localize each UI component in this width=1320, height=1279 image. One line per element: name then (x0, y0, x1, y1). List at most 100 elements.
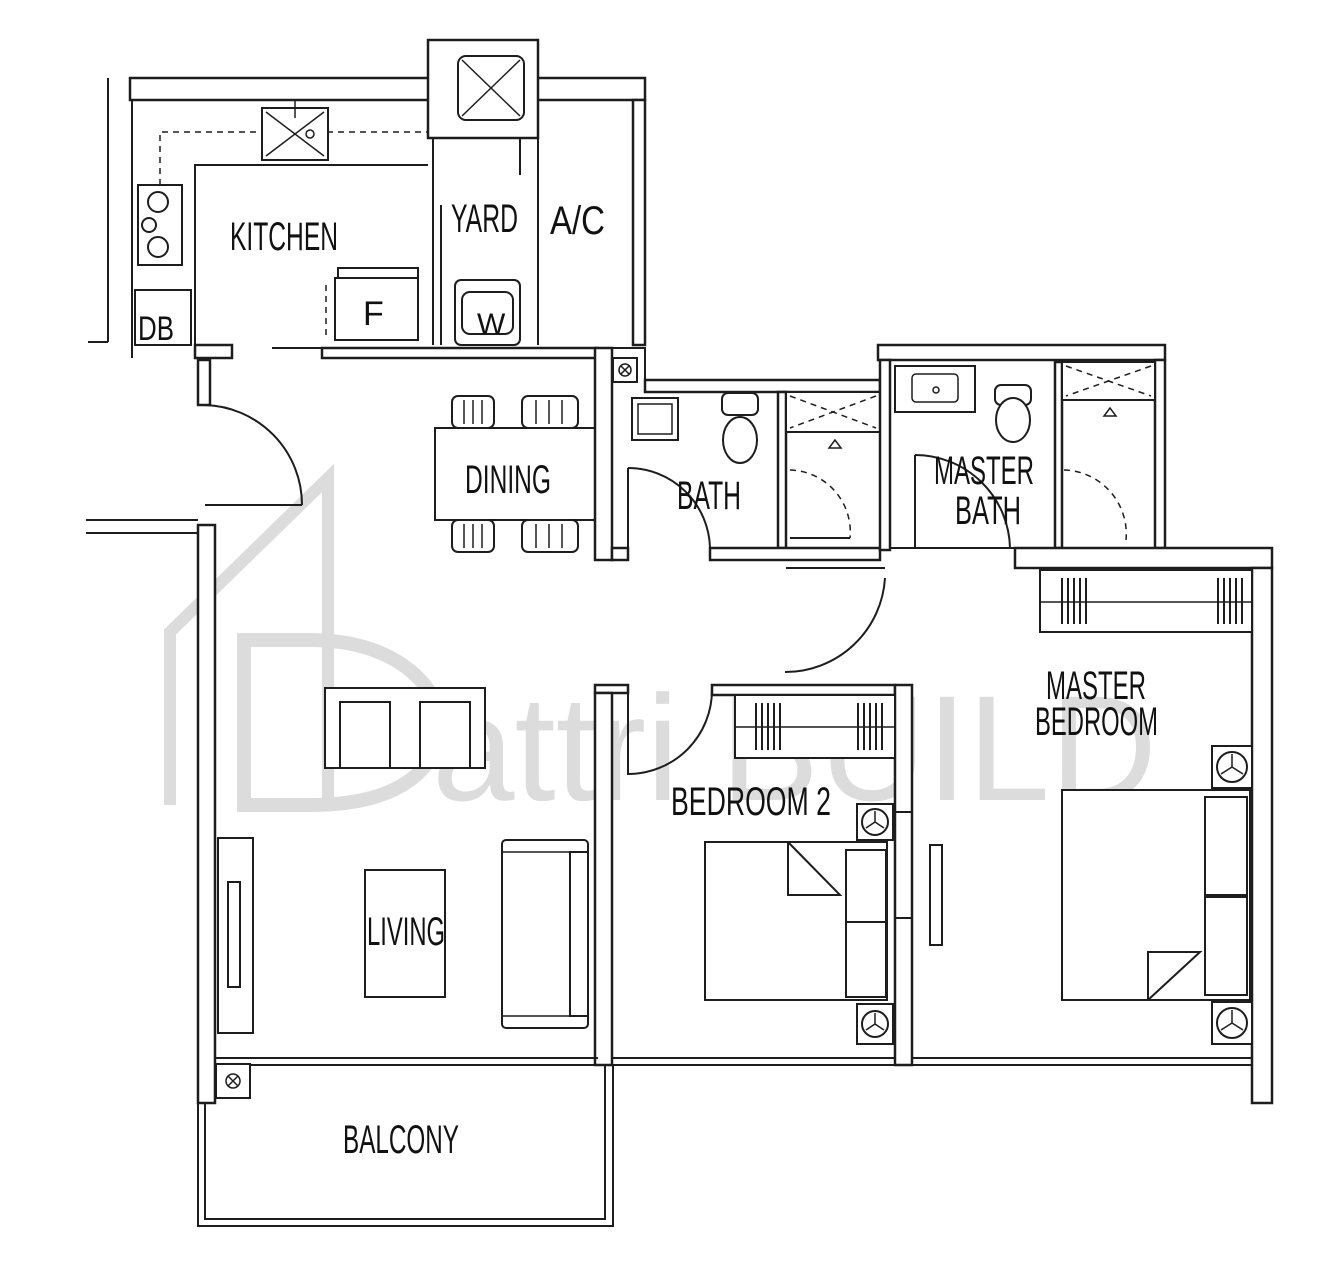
bedside-lamp (861, 808, 889, 836)
balcony-label: BALCONY (343, 1118, 459, 1162)
dining-table (434, 427, 596, 521)
master-bed-pillow-a (1204, 796, 1248, 896)
kitchen-counter-dashed (159, 131, 428, 185)
master-bed-pillow-b (1204, 896, 1248, 996)
master-bath-label-line2: BATH (955, 489, 1021, 533)
armchair-right (419, 701, 471, 769)
bath-basin-bowl (637, 403, 673, 435)
fridge-label: F (363, 295, 384, 333)
living-tv (227, 881, 241, 988)
master-shower-door-swing (1063, 469, 1128, 541)
master-wardrobe-hangers-right (1217, 578, 1243, 624)
master-bedside-top (1211, 745, 1253, 789)
duct-box-circle (618, 363, 632, 377)
master-bedroom-tv (929, 844, 943, 946)
bath-bottom-wall-b (708, 546, 882, 562)
fridge-body (334, 277, 419, 341)
sink-drain (305, 129, 315, 139)
master-bed-fold (1147, 951, 1203, 1001)
bedroom2-label: BEDROOM 2 (671, 780, 831, 824)
exhaust-box (426, 38, 540, 140)
dining-area: DINING (434, 395, 596, 553)
bedroom2-block: BEDROOM 2 (593, 683, 914, 1067)
bedside-lamp (861, 1010, 889, 1038)
coffee-table (364, 869, 446, 998)
ac-label: A/C (550, 199, 605, 243)
duct-cross-b (620, 365, 630, 375)
bedroom2-bedside-top (856, 803, 894, 841)
master-bedside-bottom (1211, 1001, 1253, 1045)
living-block: LIVING (196, 523, 614, 1105)
dining-bath-wall (593, 346, 614, 562)
master-bath-shower-wall (1053, 360, 1064, 550)
bath-basin (631, 397, 679, 441)
kitchen-top-wall (128, 76, 647, 102)
washer-body (454, 279, 521, 346)
kitchen-block: DB F KITCHEN W YARD A/C (88, 38, 647, 360)
bedroom2-bed (704, 841, 888, 1001)
master-bedroom-label-line1: MASTER (1046, 664, 1146, 708)
washing-machine (454, 279, 521, 346)
lamp-spokes (1220, 1010, 1244, 1031)
bedside-lamp (1216, 751, 1248, 783)
kitchen-counter-edge (194, 164, 428, 345)
lamp-spokes (1220, 754, 1244, 775)
washer-label: W (477, 308, 506, 341)
master-bed (1061, 789, 1251, 1001)
bedroom2-wardrobe-hangers-left (755, 703, 781, 750)
chair-seat (521, 395, 579, 429)
sofa-back (569, 851, 589, 1017)
master-bedroom-right-wall (1250, 566, 1274, 1105)
entrance-door-swing (204, 404, 303, 506)
exhaust-box-inner (457, 55, 525, 121)
master-bath-vanity (894, 365, 976, 413)
bath-block: BATH (593, 346, 882, 562)
master-wardrobe (1039, 569, 1253, 633)
sink-diagonal-b (265, 111, 325, 157)
dining-chair-bottom-left (451, 519, 495, 553)
master-bath-label-line1: MASTER (934, 449, 1034, 493)
master-bath-toilet-bowl (995, 397, 1031, 443)
duct-cross-b (227, 1075, 239, 1087)
corridor-door (784, 567, 886, 674)
kitchen-bottom-wall-right (320, 346, 599, 360)
hob-burner-middle (141, 217, 157, 233)
duct-box-balcony (215, 1063, 251, 1099)
master-shower-cross-b (1065, 365, 1152, 397)
master-wardrobe-body (1039, 569, 1253, 633)
duct-box-circle (225, 1073, 241, 1089)
dining-label: DINING (465, 458, 551, 502)
master-bedroom-label-line2: BEDROOM (1035, 700, 1158, 744)
fridge (325, 267, 419, 341)
bath-shower-wall (776, 390, 788, 550)
kitchen-label: KITCHEN (230, 215, 338, 259)
lamp-spokes (865, 811, 885, 829)
hob-burner-bottom (147, 236, 169, 258)
bath-shower-tray (785, 391, 881, 433)
bedroom2-bed-pillow-b (845, 921, 887, 998)
master-bath-left-wall (878, 358, 892, 552)
kitchen-sink (261, 100, 329, 161)
bath-door-swing (627, 467, 711, 549)
bath-shower-door-swing (789, 469, 852, 539)
dining-chair-bottom-right (521, 519, 579, 553)
master-bedroom-block: MASTER BEDROOM (912, 546, 1274, 1105)
hob-burner-top (147, 191, 169, 213)
living-bedroom2-wall (593, 691, 614, 1067)
duct-box-top (612, 357, 638, 383)
db-label: DB (138, 310, 174, 348)
washer-drum (461, 291, 514, 335)
balcony-block: BALCONY (197, 1057, 614, 1227)
corridor-door-swing (784, 577, 886, 674)
bedroom2-top-wall (710, 683, 897, 697)
exhaust-cross-b (461, 59, 521, 117)
entrance-wall-stub (196, 358, 212, 407)
master-bedroom-top-wall (1013, 546, 1274, 570)
armchair-left (339, 701, 391, 769)
sofa (501, 839, 589, 1029)
master-bath-door-swing (914, 454, 1011, 549)
bedroom2-wardrobe (734, 694, 896, 759)
bedroom2-bed-pillow-a (845, 849, 887, 923)
bath-shower-marker (827, 438, 843, 449)
